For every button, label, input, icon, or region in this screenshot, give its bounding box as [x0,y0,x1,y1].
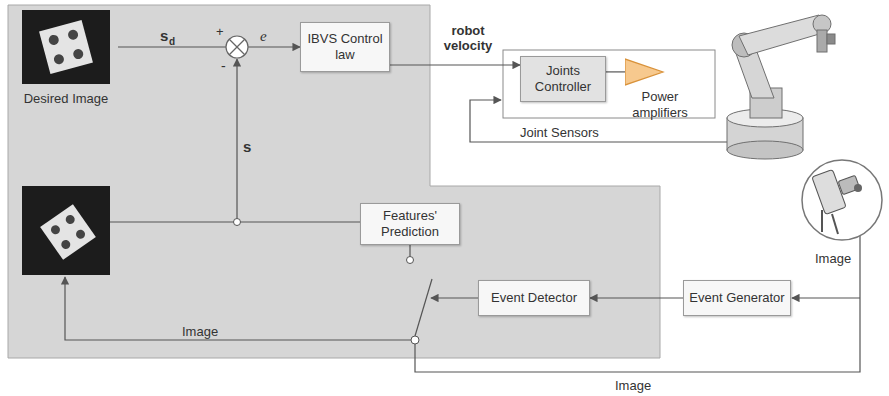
desired-image [22,10,110,84]
camera-wire [415,236,860,372]
signal-label: Image [615,378,651,393]
node-text: Event Detector [491,290,577,306]
target-pattern [40,204,96,260]
joint-sensor-wire [470,100,742,142]
switch-lever [415,279,432,336]
target-dot [60,238,73,251]
process-box: Event Generator [683,280,791,316]
process-box: Event Detector [478,280,590,316]
target-dot [64,213,77,226]
switch-wire [409,245,410,257]
inset-finger [832,214,838,234]
summing-cross [229,39,245,55]
image-wire [65,277,411,340]
process-box: Features' Prediction [360,203,460,245]
vision-panel [8,5,660,358]
target-plate [40,204,96,260]
node-text: Event Generator [689,290,784,306]
wires [65,59,860,372]
inset-circle [802,160,882,240]
error-symbol: e [260,28,267,45]
process-box: IBVS Control law [300,22,390,72]
image-caption-node: Desired Image [14,8,118,108]
process-box: Joints Controller [520,56,606,102]
node-text: Features' Prediction [366,208,454,239]
signal-label: robot velocity [436,24,500,54]
inset-lens [854,184,862,192]
node-text: Desired Image [24,91,109,107]
signal-symbol: s [243,138,251,155]
robot-camera [827,34,835,44]
camera-branch-wire [792,297,860,298]
target-pattern [39,20,93,74]
summing-junction [226,36,248,58]
target-dot [72,48,84,60]
connector [118,46,300,47]
signal-label: Image [182,324,218,339]
signal-label: Image [815,251,851,266]
amplifier-symbol [625,57,695,87]
sign-label: - [221,58,226,74]
robot-base-bottom [727,141,803,159]
connector [590,297,683,298]
target-plate [39,20,93,74]
target-dot [67,29,79,41]
sign-label: + [216,24,224,39]
switch-contact [407,257,414,264]
node-text: Joints Controller [526,63,600,94]
signal-symbol: s [160,27,168,44]
robot-arm [727,15,835,159]
feedback-wire [236,59,237,222]
current-image [22,186,110,275]
switch-control-wire [431,297,478,298]
amplifier-triangle-shape [625,59,663,85]
target-dot [49,224,62,237]
connector [390,64,520,65]
target-dot [48,34,60,46]
connector [606,71,625,72]
camera-inset [802,160,882,240]
connector-group [118,47,683,298]
target-dot [53,53,65,65]
switch-pivot [411,336,419,344]
inset-gripper [812,169,846,214]
node-text: Power amplifiers [625,89,695,120]
robot-tool [817,30,827,52]
node-text: IBVS Control law [306,31,384,62]
target-dot [74,228,87,241]
branch-point [234,219,241,226]
signal-subscript: d [169,36,175,47]
summing-cross [229,39,245,55]
inset-finger [821,210,823,232]
amplifier-triangle: Power amplifiers [625,57,695,121]
robot-forearm [739,15,826,55]
signal-label: Joint Sensors [520,125,599,140]
